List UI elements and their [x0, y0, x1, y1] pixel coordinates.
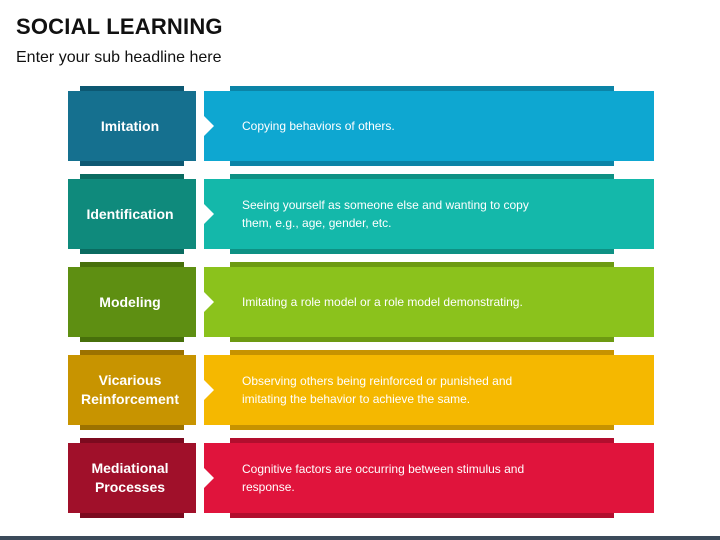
label-tab-top [80, 438, 184, 443]
label-box: Modeling [68, 262, 196, 342]
row-imitation: Imitation Copying behaviors of others. [68, 85, 654, 166]
desc-tab-bottom [230, 513, 614, 518]
row-label: Imitation [100, 117, 160, 134]
notch-icon [204, 468, 214, 488]
label-tab-bottom [80, 513, 184, 518]
label-box: Imitation [68, 86, 196, 166]
page-title: SOCIAL LEARNING [16, 14, 223, 39]
notch-icon [204, 380, 214, 400]
row-description: Seeing yourself as someone else and want… [242, 198, 529, 230]
desc-tab-bottom [230, 249, 614, 254]
notch-icon [204, 204, 214, 224]
notch-icon [204, 292, 214, 312]
description-box: Copying behaviors of others. [204, 86, 654, 166]
chevron-right-icon [196, 380, 206, 400]
label-tab-bottom [80, 337, 184, 342]
chevron-right-icon [196, 116, 206, 136]
row-description: Observing others being reinforced or pun… [242, 374, 513, 406]
chevron-right-icon [196, 292, 206, 312]
description-box: Seeing yourself as someone else and want… [204, 174, 654, 254]
page-subtitle: Enter your sub headline here [16, 49, 222, 66]
description-box: Cognitive factors are occurring between … [204, 438, 654, 518]
footer-bar [0, 536, 720, 540]
label-tab-bottom [80, 425, 184, 430]
row-label: Identification [86, 205, 174, 222]
row-description: Cognitive factors are occurring between … [242, 462, 525, 494]
row-mediational-processes: Mediational Processes Cognitive factors … [68, 437, 654, 518]
desc-tab-top [230, 350, 614, 355]
desc-tab-top [230, 262, 614, 267]
row-modeling: Modeling Imitating a role model or a rol… [68, 261, 654, 342]
row-label: Mediational Processes [91, 460, 169, 495]
label-tab-top [80, 262, 184, 267]
row-vicarious-reinforcement: Vicarious Reinforcement Observing others… [68, 349, 654, 430]
chevron-right-icon [196, 204, 206, 224]
notch-icon [204, 116, 214, 136]
desc-tab-bottom [230, 337, 614, 342]
label-tab-bottom [80, 161, 184, 166]
label-box: Identification [68, 174, 196, 254]
row-label: Modeling [99, 293, 161, 310]
desc-tab-top [230, 438, 614, 443]
desc-tab-top [230, 86, 614, 91]
concept-list: Imitation Copying behaviors of others. I… [68, 85, 654, 525]
desc-tab-bottom [230, 161, 614, 166]
label-tab-top [80, 86, 184, 91]
row-label: Vicarious Reinforcement [80, 372, 180, 407]
label-box: Mediational Processes [68, 438, 196, 518]
desc-tab-top [230, 174, 614, 179]
label-tab-top [80, 350, 184, 355]
description-box: Observing others being reinforced or pun… [204, 350, 654, 430]
desc-tab-bottom [230, 425, 614, 430]
row-description: Copying behaviors of others. [242, 119, 395, 133]
label-tab-bottom [80, 249, 184, 254]
label-box: Vicarious Reinforcement [68, 350, 196, 430]
label-tab-top [80, 174, 184, 179]
description-box: Imitating a role model or a role model d… [204, 262, 654, 342]
chevron-right-icon [196, 468, 206, 488]
row-description: Imitating a role model or a role model d… [242, 295, 523, 309]
row-identification: Identification Seeing yourself as someon… [68, 173, 654, 254]
